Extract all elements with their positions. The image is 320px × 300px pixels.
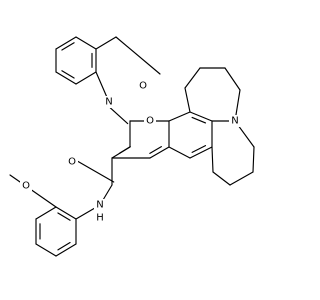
bond-layer (9, 36, 255, 257)
bond-inner-A3-A4 (61, 42, 75, 51)
molecule-structure-canvas: O N O N O N H O (9, 36, 255, 257)
svg-text:O: O (139, 81, 147, 92)
bond-B5-B6 (55, 243, 77, 257)
bond-J5-J6 (252, 146, 255, 173)
atom-o-methoxy-bottom: O (20, 180, 32, 192)
bond-inner-A5-A6 (61, 70, 75, 79)
atom-h-amide: H (96, 213, 104, 224)
bond-inner-B5-B6 (57, 241, 71, 251)
bond-B1-B2 (55, 206, 77, 220)
bond-C6-C7 (168, 111, 191, 122)
bond-A7-MEt (115, 36, 161, 75)
svg-text:N: N (105, 97, 112, 108)
atom-n-imine: N (103, 96, 115, 108)
svg-text:N: N (96, 200, 103, 211)
svg-text:O: O (22, 181, 30, 192)
bond-J6-J7 (229, 171, 254, 186)
bond-C9-C10 (189, 146, 213, 159)
atom-n-amide: N (94, 199, 106, 211)
bond-J8-C9 (211, 146, 214, 173)
bond-A6-A1 (75, 71, 97, 85)
bond-double-Cam-Oam (73, 158, 115, 183)
svg-text:O: O (68, 157, 76, 168)
bond-C7-C8 (189, 111, 213, 122)
bond-inner-C2-C3 (118, 146, 131, 154)
bond-J3-J4 (224, 67, 241, 91)
bond-B2-B3 (35, 206, 57, 220)
bond-inner-C5-C4 (149, 146, 162, 154)
bond-inner-C9-C10 (191, 145, 207, 153)
bond-A2-A7 (95, 36, 117, 50)
bond-A2-A3 (75, 36, 97, 50)
bond-inner-C7-C8 (191, 116, 207, 124)
bond-B2-MEb (9, 174, 57, 208)
bond-A5-A6 (55, 71, 77, 85)
atom-o-methoxy-top: O (137, 80, 149, 92)
bond-J7-J8 (212, 171, 231, 186)
atom-o-amide: O (66, 156, 78, 168)
svg-text:O: O (146, 116, 154, 127)
atom-o-ring: O (144, 115, 156, 127)
bond-C7-J1 (184, 87, 191, 113)
svg-text:N: N (231, 116, 238, 127)
bond-B4-B5 (35, 243, 57, 257)
bond-inner-B1-B2 (57, 212, 71, 221)
atom-n-julolidine: N (229, 115, 241, 127)
bond-A3-A4 (55, 36, 77, 50)
bond-C4-C5 (149, 146, 170, 159)
bond-J1-J2 (184, 67, 201, 89)
svg-text:H: H (96, 213, 104, 224)
bond-C10-C5 (168, 146, 191, 159)
